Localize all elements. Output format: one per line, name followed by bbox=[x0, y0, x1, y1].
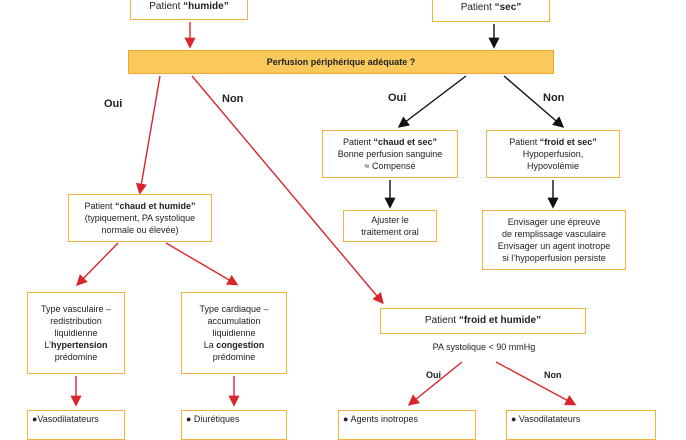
text-line: liquidienne bbox=[212, 328, 256, 338]
label-prefix: Patient bbox=[424, 315, 459, 326]
label-bold: “chaud et humide” bbox=[115, 201, 196, 211]
question-banner: Perfusion périphérique adéquate ? bbox=[128, 50, 554, 74]
text-line: prédomine bbox=[212, 352, 256, 362]
label-prefix: Patient bbox=[342, 137, 374, 147]
label-oui-bottom: Oui bbox=[426, 370, 441, 380]
arrow-oui-bottom bbox=[407, 361, 463, 406]
arrow-to-cardiaque bbox=[165, 242, 239, 286]
text-line: accumulation bbox=[207, 316, 261, 326]
box-envisager: Envisager une épreuve de remplissage vas… bbox=[482, 210, 626, 270]
label-prefix: Patient bbox=[84, 201, 115, 211]
text-line: Envisager un agent inotrope bbox=[497, 241, 611, 251]
box-chaud-sec: Patient “chaud et sec” Bonne perfusion s… bbox=[322, 130, 458, 178]
text-line: Ajuster le bbox=[371, 215, 409, 225]
box-froid-humide: Patient “froid et humide” bbox=[380, 308, 586, 334]
label-non-right: Non bbox=[543, 92, 565, 104]
arrow-oui-left bbox=[135, 75, 161, 195]
arrow-non-bottom bbox=[495, 361, 577, 406]
text-line: traitement oral bbox=[361, 227, 419, 237]
label-bold: congestion bbox=[216, 340, 265, 350]
text-line: de remplissage vasculaire bbox=[501, 229, 607, 239]
box-patient-humide: Patient “humide” bbox=[130, 0, 248, 20]
text-line: Type vasculaire – bbox=[40, 304, 112, 314]
label-prefix: Patient bbox=[460, 2, 495, 13]
text-line: (typiquement, PA systolique bbox=[84, 213, 196, 223]
label-bold: “sec” bbox=[494, 2, 522, 13]
label-bold: “froid et sec” bbox=[539, 137, 597, 147]
label-prefix: L’ bbox=[44, 340, 51, 350]
text-line: prédomine bbox=[54, 352, 98, 362]
label-bold: “humide” bbox=[183, 1, 229, 12]
bullet-item: ●Vasodilatateurs bbox=[32, 414, 99, 424]
text-line: redistribution bbox=[50, 316, 102, 326]
label-prefix: Patient bbox=[509, 137, 540, 147]
connector-arrows bbox=[70, 22, 577, 407]
bullet-item: ● Diurétiques bbox=[186, 414, 240, 424]
label-oui-left: Oui bbox=[104, 98, 123, 110]
text-line: Bonne perfusion sanguine bbox=[337, 149, 443, 159]
text-line: Hypovolémie bbox=[526, 161, 580, 171]
flowchart: Patient “humide” Patient “sec” Perfusion… bbox=[27, 0, 656, 440]
label-prefix: La bbox=[203, 340, 217, 350]
bullet-item: ● Vasodilatateurs bbox=[511, 414, 581, 424]
text-line: Type cardiaque – bbox=[199, 304, 269, 314]
box-vasodilatateurs-left: ●Vasodilatateurs bbox=[27, 410, 125, 440]
label-non-left: Non bbox=[222, 93, 244, 105]
bullet-item: ● Agents inotropes bbox=[343, 414, 418, 424]
label-bold: “froid et humide” bbox=[458, 315, 542, 326]
label-oui-right: Oui bbox=[388, 92, 407, 104]
label-bold: hypertension bbox=[51, 340, 108, 350]
box-agents-inotropes: ● Agents inotropes bbox=[338, 410, 476, 440]
box-vasodilatateurs-right: ● Vasodilatateurs bbox=[506, 410, 656, 440]
arrow-non-left bbox=[191, 75, 384, 305]
arrow-to-vasculaire bbox=[76, 242, 119, 287]
question-text: Perfusion périphérique adéquate ? bbox=[266, 57, 416, 67]
arrow-oui-right bbox=[397, 75, 467, 128]
text-line: ≈ Compensé bbox=[364, 161, 416, 171]
box-ajuster: Ajuster le traitement oral bbox=[343, 210, 437, 242]
text-line: Envisager une épreuve bbox=[507, 217, 601, 227]
label-bold: “chaud et sec” bbox=[373, 137, 438, 147]
text-line: Hypoperfusion, bbox=[522, 149, 584, 159]
pa-systolique-text: PA systolique < 90 mmHg bbox=[432, 342, 536, 352]
box-chaud-humide: Patient “chaud et humide” (typiquement, … bbox=[68, 194, 212, 242]
label-non-bottom: Non bbox=[544, 370, 562, 380]
text-line: liquidienne bbox=[54, 328, 98, 338]
box-diuretiques: ● Diurétiques bbox=[181, 410, 287, 440]
label-prefix: Patient bbox=[149, 1, 184, 12]
box-patient-sec: Patient “sec” bbox=[432, 0, 550, 22]
text-line: si l’hypoperfusion persiste bbox=[502, 253, 606, 263]
arrow-non-right bbox=[503, 75, 565, 128]
box-type-cardiaque: Type cardiaque – accumulation liquidienn… bbox=[181, 292, 287, 374]
box-froid-sec: Patient “froid et sec” Hypoperfusion, Hy… bbox=[486, 130, 620, 178]
text-line: normale ou élevée) bbox=[101, 225, 179, 235]
box-type-vasculaire: Type vasculaire – redistribution liquidi… bbox=[27, 292, 125, 374]
